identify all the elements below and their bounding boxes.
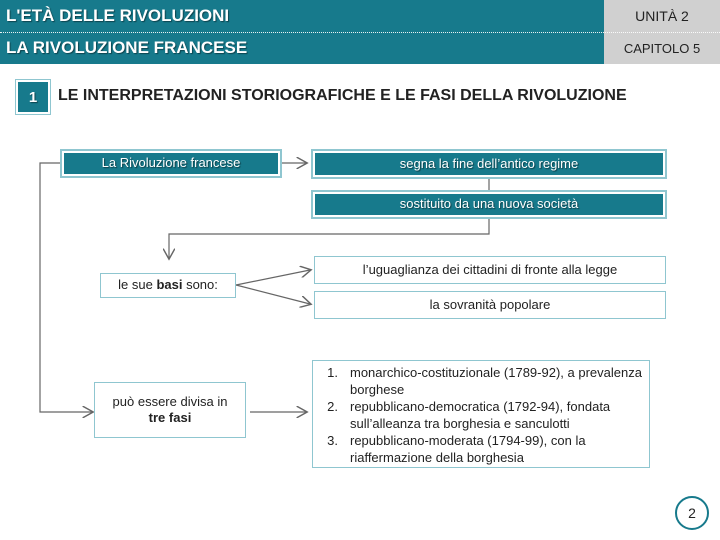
chapter-text: CAPITOLO 5 [623, 40, 701, 56]
header-title-bar: L'ETÀ DELLE RIVOLUZIONI [0, 0, 604, 32]
chapter-label: CAPITOLO 5 [604, 32, 720, 64]
arrow-new-to-bases [169, 216, 490, 258]
arrow-bases-to-equality [235, 270, 310, 286]
phases-label-bold: tre fasi [148, 410, 192, 425]
end-old-regime-box: segna la fine dell’antico regime [313, 151, 665, 177]
bases-box: le sue basi sono: [100, 273, 236, 298]
phase-number: 3. [327, 433, 338, 448]
page-number-badge: 2 [675, 496, 709, 530]
phases-list-box [312, 360, 650, 468]
page-number: 2 [688, 505, 696, 521]
equality-box: l’uguaglianza dei cittadini di fronte al… [314, 256, 666, 284]
new-society-box: sostituito da una nuova società [313, 192, 665, 217]
header-subtitle: LA RIVOLUZIONE FRANCESE [6, 38, 248, 57]
header-title: L'ETÀ DELLE RIVOLUZIONI [6, 6, 230, 25]
root-label: La Rivoluzione francese [101, 155, 241, 171]
unit-label: UNITÀ 2 [604, 0, 720, 32]
section-number-badge: 1 [18, 82, 48, 112]
sovereignty-label: la sovranità popolare [429, 296, 551, 312]
header-separator [0, 32, 720, 33]
phase-number: 2. [327, 399, 338, 414]
bases-label: le sue basi sono: [118, 277, 218, 293]
section-number: 1 [28, 88, 38, 106]
equality-label: l’uguaglianza dei cittadini di fronte al… [362, 261, 618, 277]
section-title: LE INTERPRETAZIONI STORIOGRAFICHE E LE F… [58, 87, 627, 104]
new-society-label: sostituito da una nuova società [399, 196, 579, 212]
phase-text: repubblicano-democratica (1792-94), fond… [350, 399, 611, 431]
phase-number: 1. [327, 365, 338, 380]
phase-text: monarchico-costituzionale (1789-92), a p… [350, 365, 642, 397]
root-box: La Rivoluzione francese [62, 151, 280, 176]
phases-box: può essere divisa in tre fasi [94, 382, 246, 438]
arrow-root-to-phases [39, 162, 92, 412]
header-subtitle-bar: LA RIVOLUZIONE FRANCESE [0, 32, 604, 64]
end-old-regime-label: segna la fine dell’antico regime [399, 155, 579, 171]
sovereignty-box: la sovranità popolare [314, 291, 666, 319]
unit-text: UNITÀ 2 [635, 8, 689, 24]
arrow-bases-to-sovereignty [235, 284, 310, 304]
phases-label: può essere divisa in [112, 393, 228, 409]
phase-text: repubblicano-moderata (1794-99), con la … [350, 433, 586, 465]
